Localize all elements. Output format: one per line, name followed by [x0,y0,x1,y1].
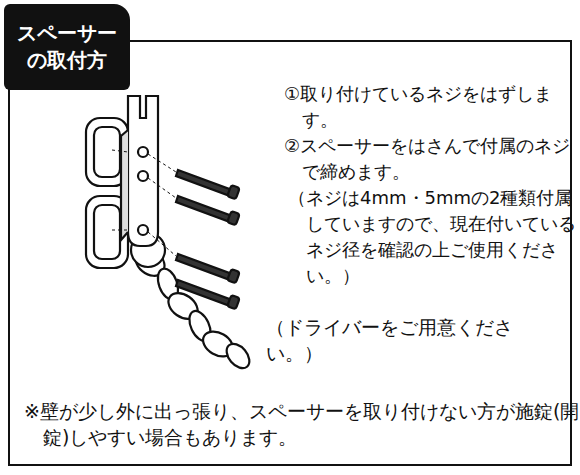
header-tab: スペーサー の取付方 [4,4,130,90]
frame-box: ①取り付けているネジをはずします。②スペーサーをはさんで付属のネジで締めます。（… [8,40,572,466]
screw-hole [138,147,148,157]
footnote-text: ※壁が少し外に出っ張り、スペーサーを取り付けない方が施錠(開錠)しやすい場合もあ… [24,398,580,450]
header-title: スペーサー の取付方 [11,20,123,74]
instruction-step: ①取り付けているネジをはずします。 [284,81,580,133]
spacer-hole [94,127,120,177]
guide-line [112,150,176,256]
note-text: （ネジは4mm・5mmの2種類付属していますので、現在付いているネジ径を確認の上… [288,185,580,289]
screw-hole [138,225,148,235]
screw-hole [138,171,148,181]
plate [128,96,158,246]
screw [176,170,240,309]
note-text: （ドライバーをご用意ください。） [266,314,566,366]
instruction-step: ②スペーサーをはさんで付属のネジで締めます。 [284,133,580,185]
plate-edge [121,130,128,240]
spacer-hole [94,205,120,259]
